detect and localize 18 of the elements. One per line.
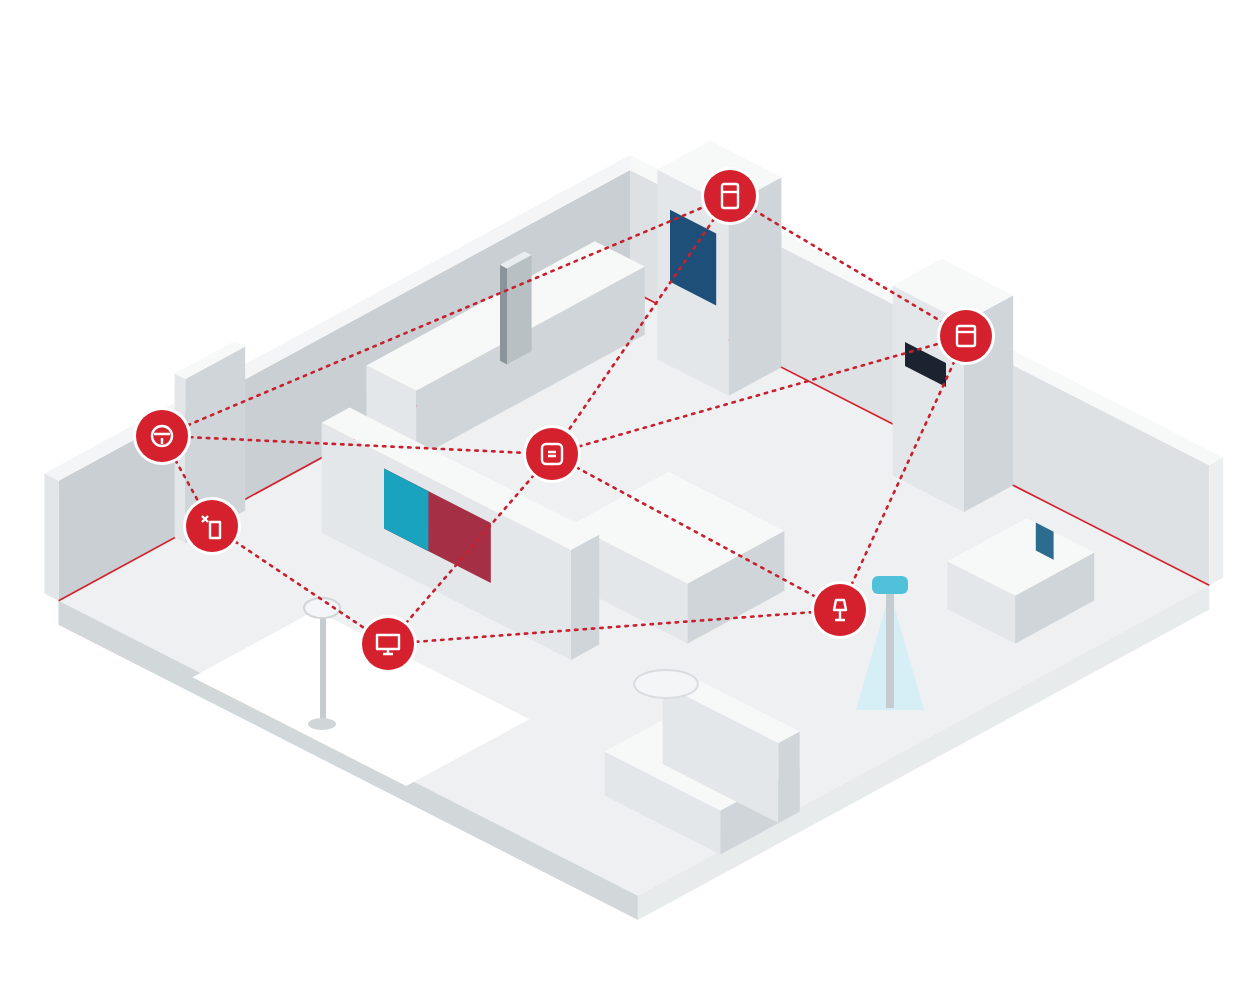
- dotted-connector: [174, 459, 200, 503]
- dotted-connector: [188, 435, 526, 455]
- dotted-connector: [566, 217, 716, 433]
- device-marker: [814, 584, 866, 636]
- dotted-connector: [752, 208, 944, 324]
- dotted-connector: [404, 473, 536, 625]
- device-marker: [362, 618, 414, 670]
- device-marker: [136, 410, 188, 462]
- device-marker: [940, 310, 992, 362]
- device-marker: [186, 500, 238, 552]
- dotted-connector: [186, 205, 706, 427]
- dotted-connector: [575, 466, 817, 598]
- dotted-connector: [414, 610, 814, 644]
- device-marker: [526, 428, 578, 480]
- device-marker: [704, 170, 756, 222]
- dotted-connector: [850, 360, 956, 586]
- dotted-connector: [233, 540, 367, 630]
- dotted-connector: [577, 342, 941, 448]
